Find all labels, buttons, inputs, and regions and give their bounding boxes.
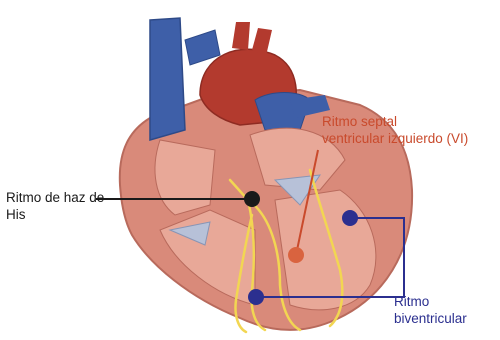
biventricular-label-line1: Ritmo (394, 293, 467, 310)
lv-septal-label: Ritmo septal ventricular izquierdo (VI) (322, 113, 468, 147)
superior-vena-cava (150, 18, 185, 140)
biventricular-pacing-dot-lv (342, 210, 358, 226)
his-pacing-dot (244, 191, 260, 207)
biventricular-label-line2: biventricular (394, 310, 467, 327)
biventricular-pacing-dot-rv (248, 289, 264, 305)
aortic-branch-1 (232, 22, 250, 50)
his-bundle-label: Ritmo de haz de His (6, 189, 106, 223)
lv-septal-label-line2: ventricular izquierdo (VI) (322, 130, 468, 147)
lv-septal-pacing-dot (288, 247, 304, 263)
biventricular-label: Ritmo biventricular (394, 293, 467, 327)
lv-septal-label-line1: Ritmo septal (322, 113, 468, 130)
right-atrium (155, 140, 215, 215)
